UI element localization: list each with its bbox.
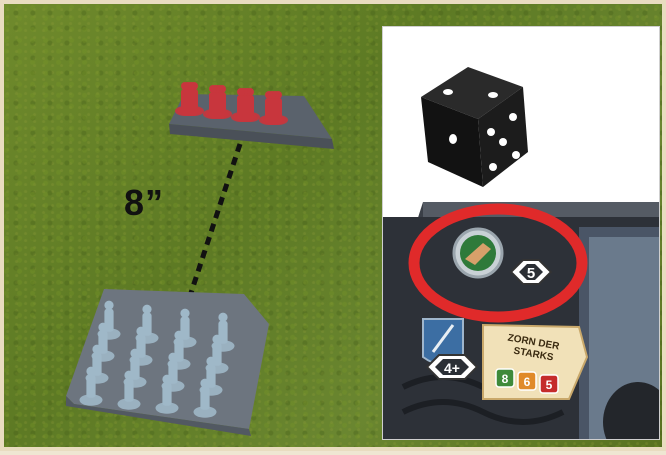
- blue-unit-tray[interactable]: [66, 289, 269, 436]
- save-badge: 4+: [427, 355, 477, 379]
- black-die[interactable]: [421, 67, 528, 187]
- attack-die-badge: 6: [518, 372, 536, 390]
- attack-die-badge: 5: [540, 375, 558, 393]
- archer-icon: [454, 229, 502, 277]
- distance-label: 8”: [124, 182, 164, 224]
- attack-die-value: 5: [546, 378, 553, 392]
- save-value: 4+: [444, 360, 460, 376]
- stat-value: 5: [527, 265, 535, 282]
- attack-die-value: 8: [502, 372, 509, 386]
- attack-die-value: 6: [524, 375, 531, 389]
- attack-die-badge: 8: [496, 369, 514, 387]
- red-unit-tray[interactable]: [169, 82, 334, 149]
- distance-line: [190, 144, 240, 296]
